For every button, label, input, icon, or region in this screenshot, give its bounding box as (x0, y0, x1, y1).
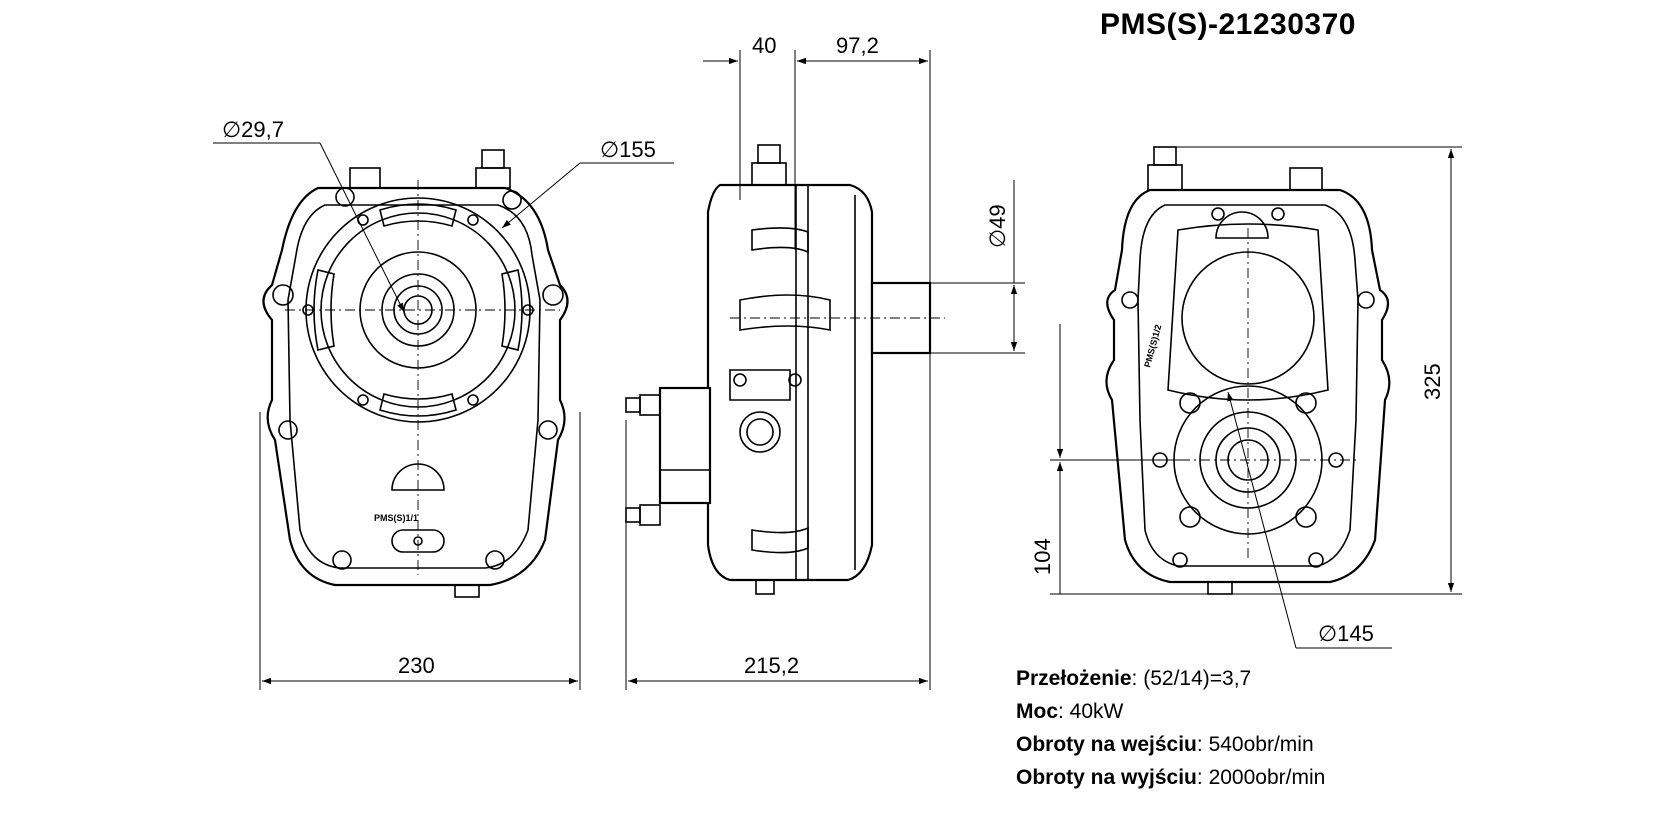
side-top-left-dimension: 40 (752, 33, 776, 58)
side-top-right-dimension: 97,2 (836, 33, 879, 58)
rear-view: PMS(S)1/2 (1105, 146, 1391, 595)
front-bore-dimension: ∅29,7 (222, 117, 284, 142)
rear-axis-height-dimension: 104 (1030, 538, 1055, 575)
drawing-title: PMS(S)-21230370 (1100, 8, 1356, 41)
front-width-dimension: 230 (398, 653, 435, 678)
side-shaft-dimension: ∅49 (985, 204, 1010, 248)
front-dimensions: 230 ∅29,7 ∅155 (213, 117, 674, 690)
front-flange-dimension: ∅155 (600, 137, 656, 162)
specifications: Przełożenie: (52/14)=3,7 Moc: 40kW Obrot… (1016, 662, 1325, 794)
rear-flange-dimension: ∅145 (1318, 621, 1374, 646)
front-housing-label: PMS(S)1/1 (374, 513, 418, 523)
side-view (625, 144, 945, 595)
spec-power: Moc: 40kW (1016, 700, 1124, 723)
rear-height-dimension: 325 (1420, 363, 1445, 400)
side-length-dimension: 215,2 (744, 653, 799, 678)
spec-output-speed: Obroty na wyjściu: 2000obr/min (1016, 766, 1326, 789)
side-dimensions: 40 97,2 ∅49 215,2 (625, 33, 1025, 690)
spec-ratio: Przełożenie: (52/14)=3,7 (1016, 667, 1252, 690)
spec-input-speed: Obroty na wejściu: 540obr/min (1016, 733, 1314, 756)
rear-dimensions: 325 104 ∅145 (1030, 146, 1462, 649)
front-view: PMS(S)1/1 (262, 149, 569, 598)
